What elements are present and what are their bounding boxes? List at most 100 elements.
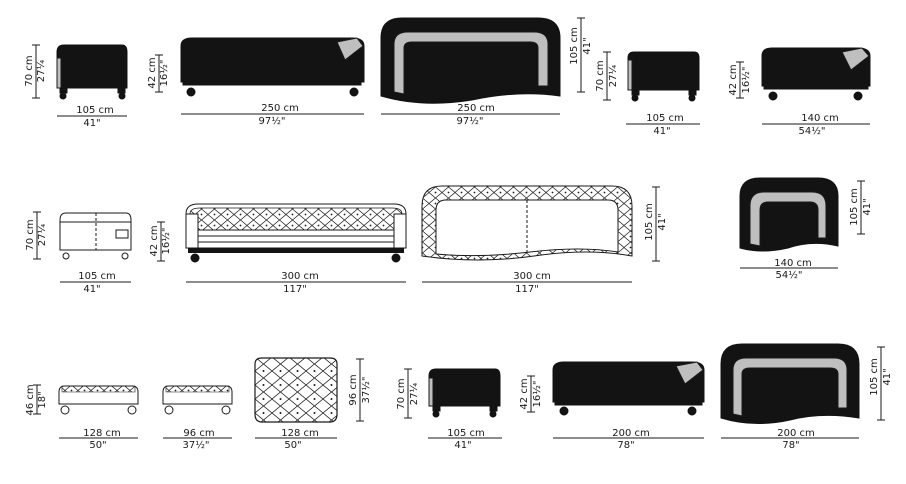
dim-1-height-in: 27¼ [35,59,47,82]
dim-4-width-in: 41" [653,126,670,137]
dim-7-height: 42 cm 16½" [149,221,172,262]
dim-3-width: 250 cm 97½" [381,103,560,127]
dim-12-width-cm: 128 cm [281,428,319,439]
dim-11-width: 96 cm 37½" [163,428,232,451]
dim-12-height: 96 cm 37½" [348,358,372,422]
dim-6-height: 70 cm 27¼ [25,211,48,260]
dim-7-height-in: 16½" [160,227,172,254]
dim-15-height-in: 41" [882,368,893,385]
dim-3-height-in: 41" [582,37,593,54]
dim-14-height-in: 16½" [531,380,543,407]
ottoman-128-top-view [254,357,338,423]
dim-15-height-cm: 105 cm [869,358,880,396]
dim-6-width-cm: 105 cm [78,271,116,282]
dim-5-height-cm: 42 cm [728,64,739,95]
dim-13-height: 70 cm 27¼ [396,368,420,419]
dim-3-height: 105 cm 41" [569,17,593,93]
armchair-side-view-black-2 [627,51,700,102]
dim-4-width-cm: 105 cm [646,113,684,124]
dim-7-width: 300 cm 117" [186,271,406,295]
dim-6-width: 105 cm 41" [60,271,131,295]
dim-13-width-in: 41" [454,440,471,451]
dim-5-height-in: 16½" [740,66,752,93]
dim-13-height-cm: 70 cm [396,378,407,409]
dim-5-height: 42 cm 16½" [728,61,752,99]
dim-9-height: 105 cm 41" [849,180,873,235]
dim-14-width-in: 78" [617,440,634,451]
dim-10-height-in: 18" [37,391,48,408]
dim-9-width-cm: 140 cm [774,258,812,269]
dim-6-height-cm: 70 cm [25,219,36,250]
sofa-200-top-view-black [720,343,860,425]
dim-4-height-in: 27¼ [607,64,619,87]
dim-10-width-in: 50" [89,440,106,451]
armchair-side-view-black-3 [428,368,501,418]
dim-1-width-in: 41" [83,118,100,129]
dim-9-height-in: 41" [862,198,873,215]
dim-8-width: 300 cm 117" [422,271,632,295]
dim-2-height-in: 16½" [158,59,170,86]
dim-8-width-cm: 300 cm [513,271,551,282]
dim-2-width-in: 97½" [258,115,285,127]
dim-3-width-in: 97½" [456,115,483,127]
dim-14-height-cm: 42 cm [519,378,530,409]
dim-8-height-cm: 105 cm [644,203,655,241]
dim-15-height: 105 cm 41" [869,346,893,421]
dim-11-width-in: 37½" [182,439,209,451]
dim-13-width: 105 cm 41" [428,428,502,451]
dim-9-width-in: 54½" [775,269,802,281]
armchair-side-view-white [59,212,132,260]
dim-14-width-cm: 200 cm [612,428,650,439]
dim-12-width-in: 50" [284,440,301,451]
dim-12-height-in: 37½" [360,376,372,403]
dim-4-height-cm: 70 cm [595,60,606,91]
dim-1-width: 105 cm 41" [57,105,127,129]
ottoman-96-side-view [162,385,233,415]
dim-4-width: 105 cm 41" [626,113,700,137]
dim-6-height-in: 27¼ [36,223,48,246]
dim-6-width-in: 41" [83,284,100,295]
dim-14-height: 42 cm 16½" [519,375,543,413]
dim-15-width: 200 cm 78" [721,428,859,451]
dim-14-width: 200 cm 78" [553,428,704,451]
dim-15-width-cm: 200 cm [777,428,815,439]
dim-2-height-cm: 42 cm [147,57,158,88]
dim-5-width-in: 54½" [798,125,825,137]
dim-13-width-cm: 105 cm [447,428,485,439]
dim-5-width: 140 cm 54½" [762,113,870,137]
dim-8-height: 105 cm 41" [644,186,668,262]
dim-11-width-cm: 96 cm [183,428,214,439]
dim-12-height-cm: 96 cm [348,374,359,405]
dim-5-width-cm: 140 cm [801,113,839,124]
dim-8-width-in: 117" [515,284,539,295]
dim-2-height: 42 cm 16½" [147,54,170,93]
dim-15-width-in: 78" [782,440,799,451]
sofa-300-top-view-tufted [421,185,633,261]
sofa-250-top-view-black [380,17,561,104]
dim-1-height: 70 cm 27¼ [24,44,47,99]
dim-3-width-cm: 250 cm [457,103,495,114]
armchair-side-view-black [56,44,128,100]
dim-12-width: 128 cm 50" [255,428,337,451]
dim-9-height-cm: 105 cm [849,188,860,226]
dim-1-width-cm: 105 cm [76,105,114,116]
dim-9-width: 140 cm 54½" [740,258,838,281]
sofa-250-front-view-black [180,37,365,97]
dim-7-width-cm: 300 cm [281,271,319,282]
dim-3-height-cm: 105 cm [569,27,580,65]
dim-4-height: 70 cm 27¼ [595,51,619,101]
dim-1-height-cm: 70 cm [24,55,35,86]
dim-13-height-in: 27¼ [408,382,420,405]
dim-8-height-in: 41" [657,213,668,230]
dim-2-width: 250 cm 97½" [181,103,364,127]
dim-10-height: 46 cm 18" [25,384,48,415]
dim-10-width-cm: 128 cm [83,428,121,439]
dim-10-height-cm: 46 cm [25,384,36,415]
dim-2-width-cm: 250 cm [261,103,299,114]
sofa-300-front-view-tufted [185,203,407,263]
dim-7-height-cm: 42 cm [149,225,160,256]
sofa-140-front-view-black [761,47,871,101]
sofa-200-front-view-black [552,361,705,416]
dim-7-width-in: 117" [283,284,307,295]
